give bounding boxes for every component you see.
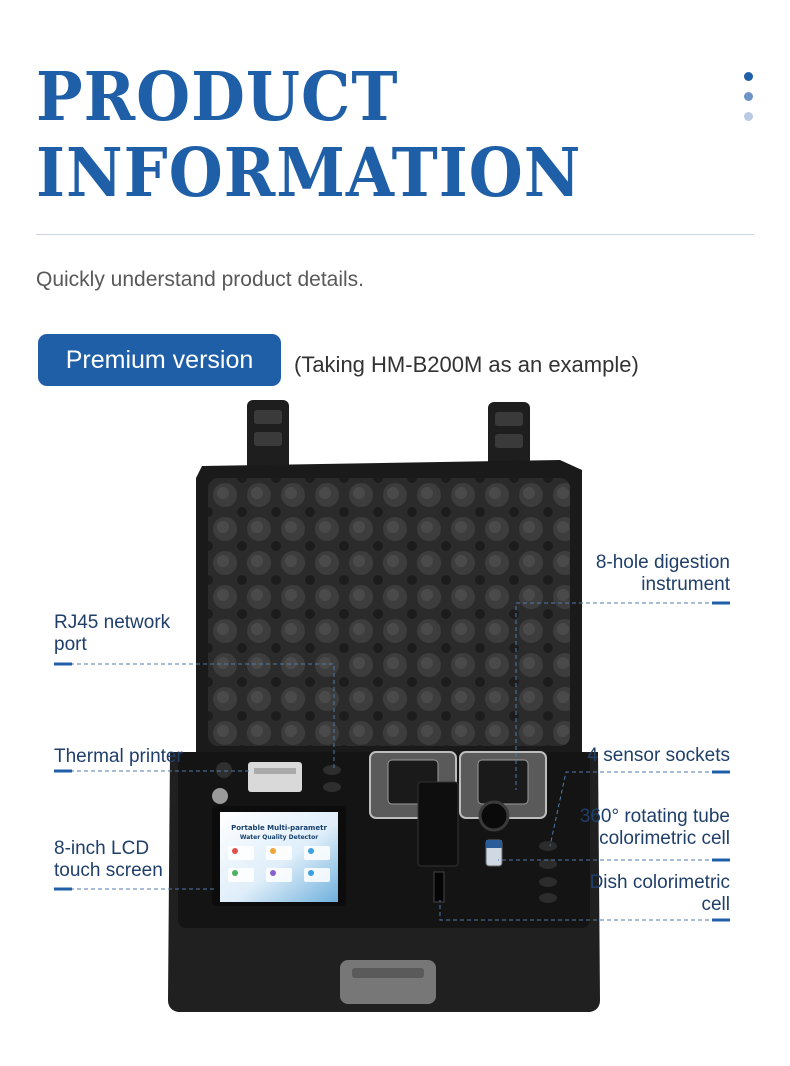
case-latch-left	[247, 400, 289, 478]
page-title-line-1: PRODUCT	[36, 57, 399, 137]
screen-title-line-2: Water Quality Detector	[240, 834, 318, 841]
power-button	[216, 762, 232, 778]
tube-holder-cover	[417, 781, 459, 867]
sensor-sockets	[539, 841, 557, 903]
dish-cell-slot	[433, 871, 445, 903]
subtitle: Quickly understand product details.	[36, 268, 365, 291]
callout-text: 8-hole digestion	[595, 552, 730, 573]
rj45-network-port	[323, 765, 341, 792]
callout-text: instrument	[641, 574, 730, 595]
page-title-line-2: INFORMATION	[36, 133, 582, 213]
callout-thermal-printer: Thermal printer	[54, 746, 183, 768]
dot-dark	[744, 72, 753, 81]
callout-rotating-tube-cell: 360° rotating tube colorimetric cell	[580, 806, 730, 850]
callout-text: touch screen	[54, 860, 163, 881]
model-note: (Taking HM-B200M as an example)	[294, 352, 639, 377]
screen-title-line-1: Portable Multi-parametr	[231, 824, 327, 832]
premium-version-badge: Premium version	[38, 334, 281, 386]
lcd-screen-unit: Portable Multi-parametr Water Quality De…	[212, 806, 346, 906]
dot-light	[744, 112, 753, 121]
callout-text: Dish colorimetric	[589, 872, 730, 893]
callout-rj45-network-port: RJ45 network port	[54, 612, 170, 656]
section-dots	[744, 72, 754, 132]
case-latch-right	[488, 402, 530, 480]
callout-digestion-instrument: 8-hole digestion instrument	[596, 552, 730, 596]
foam-insert	[208, 478, 570, 746]
callout-text: 4 sensor sockets	[587, 745, 730, 766]
callout-text: cell	[701, 894, 730, 915]
callout-sensor-sockets: 4 sensor sockets	[587, 745, 730, 767]
callout-text: colorimetric cell	[599, 828, 730, 849]
callout-markers	[54, 601, 730, 922]
callout-lines	[56, 602, 730, 921]
case-handle	[340, 960, 436, 1004]
callout-text: port	[54, 634, 87, 655]
callout-text: 8-inch LCD	[54, 838, 150, 859]
callout-text: RJ45 network	[54, 612, 171, 633]
thermal-printer-unit	[248, 762, 302, 792]
callout-dish-colorimetric-cell: Dish colorimetric cell	[590, 872, 730, 916]
dot-medium	[744, 92, 753, 101]
callout-text: 360° rotating tube	[579, 806, 730, 827]
callout-lcd-touch-screen: 8-inch LCD touch screen	[54, 838, 163, 882]
callout-text: Thermal printer	[54, 746, 183, 767]
usb-port	[212, 788, 228, 804]
header-divider	[36, 234, 754, 235]
